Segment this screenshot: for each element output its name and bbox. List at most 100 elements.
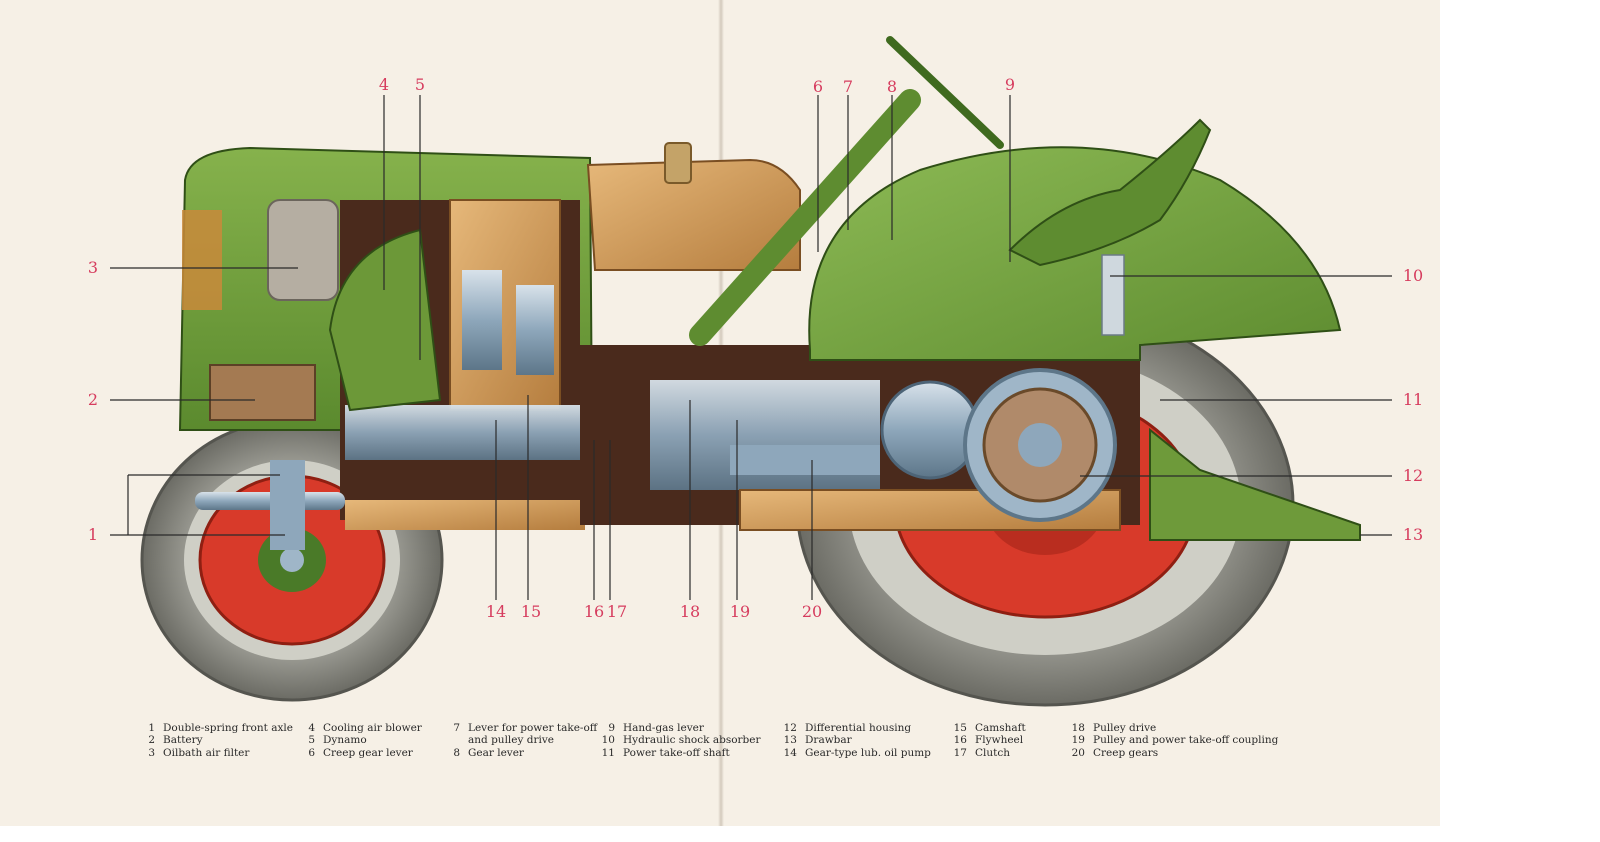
callout-3: 3: [88, 258, 98, 277]
legend-num: 1: [148, 722, 155, 734]
callout-7: 7: [843, 77, 853, 96]
callout-2: 2: [88, 390, 98, 409]
legend-column-7: 18 Pulley drive 19 Pulley and power take-o…: [1070, 722, 1279, 759]
legend-item-4: 4 Cooling air blower: [300, 722, 422, 734]
legend-label: Cooling air blower: [323, 722, 422, 734]
legend-label: Pulley drive: [1093, 722, 1157, 734]
legend-num: 5: [308, 734, 315, 747]
steering-wheel: [886, 36, 1004, 149]
legend-label: Pulley and power take-off coupling: [1093, 734, 1279, 747]
leader-lines: [110, 95, 1392, 600]
legend-label: Hydraulic shock absorber: [623, 734, 761, 747]
legend-num: 18: [1071, 722, 1085, 734]
callout-10: 10: [1403, 266, 1423, 285]
legend-item-19: 19 Pulley and power take-off coupling: [1070, 734, 1279, 747]
legend-label: Lever for power take-off: [468, 722, 598, 734]
legend-num: 4: [308, 722, 315, 734]
legend-label: Differential housing: [805, 722, 912, 734]
callout-6: 6: [813, 77, 823, 96]
legend-column-4: 9 Hand-gas lever 10 Hydraulic shock absorb…: [600, 722, 761, 759]
callout-1: 1: [88, 525, 98, 544]
callout-14: 14: [486, 602, 506, 621]
tractor-seat: [1008, 118, 1212, 267]
legend-num-blank: [445, 734, 460, 746]
legend-item-11: 11 Power take-off shaft: [600, 747, 761, 759]
legend-num: 13: [783, 734, 797, 747]
callout-9: 9: [1005, 75, 1015, 94]
legend-num: 2: [148, 734, 155, 747]
legend-num: 6: [308, 746, 315, 759]
legend-num: 9: [608, 722, 615, 734]
legend-label: Hand-gas lever: [623, 722, 704, 734]
battery-box: [209, 364, 316, 421]
shock-absorber-spring: [1101, 254, 1125, 336]
legend-column-5: 12 Differential housing 13 Drawbar 14 Gear-…: [782, 722, 931, 759]
legend-item-7: 7 Lever for power take-off: [445, 722, 597, 734]
legend-item-13: 13 Drawbar: [782, 734, 931, 746]
legend-num: 14: [783, 746, 797, 759]
steering: [689, 36, 1004, 346]
legend-item-12: 12 Differential housing: [782, 722, 931, 734]
legend-num: 19: [1071, 734, 1085, 747]
legend-item-5: 5 Dynamo: [300, 734, 422, 746]
legend-item-16: 16 Flywheel: [952, 734, 1026, 746]
legend-num: 20: [1071, 746, 1085, 759]
air-filter-canister: [267, 199, 339, 301]
callout-19: 19: [730, 602, 750, 621]
legend-label: Gear lever: [468, 746, 524, 759]
legend-column-2: 4 Cooling air blower 5 Dynamo 6 Creep gear …: [300, 722, 422, 759]
legend-num: 12: [783, 722, 797, 734]
drawbar: [1149, 427, 1361, 541]
bevel-gear: [880, 380, 980, 480]
legend-column-1: 1 Double-spring front axle 2 Battery 3 Oilb…: [140, 722, 293, 759]
callout-16: 16: [584, 602, 604, 621]
callout-11: 11: [1403, 390, 1423, 409]
legend-item-9: 9 Hand-gas lever: [600, 722, 761, 734]
crankshaft: [345, 405, 585, 460]
legend-label: Double-spring front axle: [163, 722, 293, 734]
callout-15: 15: [521, 602, 541, 621]
legend-label: Drawbar: [805, 734, 852, 747]
legend-label: Creep gear lever: [323, 746, 413, 759]
legend-item-18: 18 Pulley drive: [1070, 722, 1278, 734]
callout-numbers: 3 2 1 4 5 6 7 8 9 10 11 12 13 14 15 16 1…: [88, 75, 1423, 621]
legend-item-20: 20 Creep gears: [1070, 747, 1278, 759]
legend-item-10: 10 Hydraulic shock absorber: [600, 734, 761, 746]
legend-label: Creep gears: [1093, 746, 1159, 759]
callout-13: 13: [1403, 525, 1423, 544]
callout-5: 5: [415, 75, 425, 94]
engine-block: [328, 199, 585, 530]
legend-label: Oilbath air filter: [163, 746, 250, 759]
legend-num: 15: [953, 722, 967, 734]
legend-label: Clutch: [975, 746, 1011, 759]
callout-17: 17: [607, 602, 627, 621]
legend-label: Dynamo: [323, 734, 367, 747]
legend-item-3: 3 Oilbath air filter: [140, 747, 293, 759]
callout-8: 8: [887, 77, 897, 96]
transmission-housing: [580, 345, 1140, 531]
legend-item-17: 17 Clutch: [952, 747, 1026, 759]
legend-item-7-cont: and pulley drive: [445, 734, 597, 746]
legend-num: 11: [601, 746, 615, 759]
legend-label: Flywheel: [975, 734, 1024, 747]
fuel-tank: [586, 142, 801, 271]
callout-12: 12: [1403, 466, 1423, 485]
callout-18: 18: [680, 602, 700, 621]
legend-label: Battery: [163, 734, 203, 747]
legend-label: Gear-type lub. oil pump: [805, 746, 931, 759]
legend-label: and pulley drive: [468, 734, 555, 747]
legend-num: 3: [148, 746, 155, 759]
legend-item-6: 6 Creep gear lever: [300, 747, 422, 759]
legend-num: 10: [601, 734, 615, 747]
legend-column-3: 7 Lever for power take-off and pulley dri…: [445, 722, 597, 759]
legend-item-1: 1 Double-spring front axle: [140, 722, 293, 734]
legend-num: 17: [953, 746, 967, 759]
legend-label: Power take-off shaft: [623, 746, 730, 759]
legend-num: 7: [453, 722, 460, 734]
legend-num: 16: [953, 734, 967, 747]
